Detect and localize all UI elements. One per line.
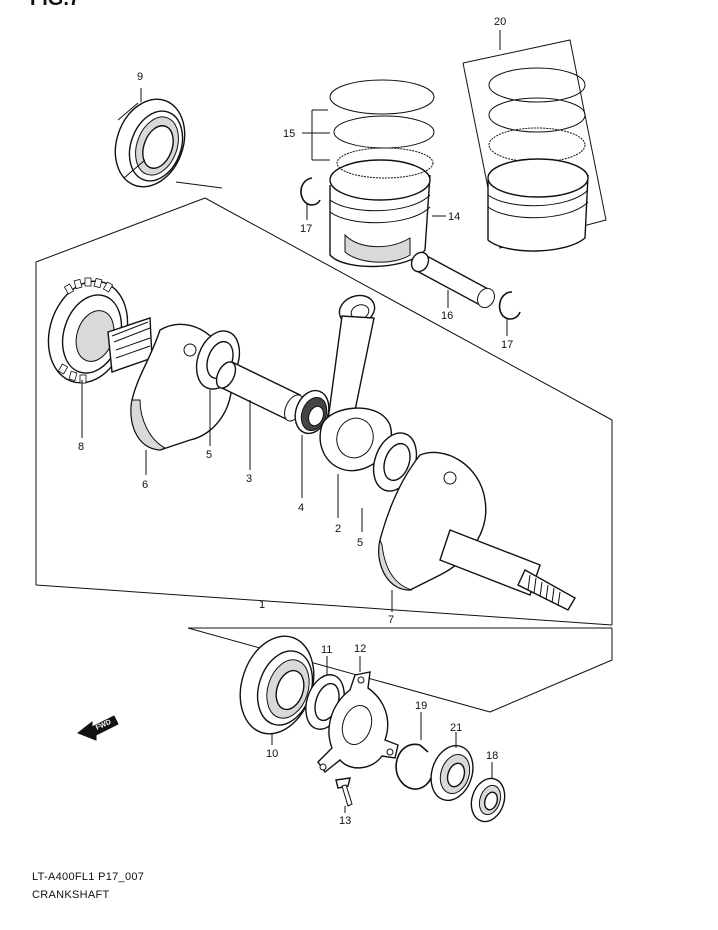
callout-17b: 17: [501, 339, 513, 351]
crank-half-7: [378, 451, 576, 612]
callout-21: 21: [450, 722, 462, 734]
bearing-10: [239, 635, 315, 745]
connecting-rod-2: [319, 294, 393, 518]
callout-6: 6: [142, 479, 148, 491]
piston-set-20: [487, 67, 589, 252]
retainer-plate-12: [317, 656, 399, 774]
footer-model-code: LT-A400FL1 P17_007: [32, 871, 144, 883]
callout-5a: 5: [206, 449, 212, 461]
callout-4: 4: [298, 502, 304, 514]
screw-13: [335, 777, 353, 813]
needle-bearing-4: [294, 389, 330, 498]
fwd-arrow-icon: FWD: [77, 715, 119, 741]
callout-8: 8: [78, 441, 84, 453]
gear-8: [47, 277, 129, 438]
oil-seal-18: [470, 762, 506, 823]
callout-14: 14: [448, 211, 460, 223]
callout-17a: 17: [300, 223, 312, 235]
piston-14: [329, 159, 446, 268]
bearing-9: [114, 88, 186, 188]
callout-labels: 1 2 3 4 5 5 6 7 8 9 10 11 12 13 14 15 16…: [78, 16, 513, 827]
callout-1: 1: [259, 599, 265, 611]
callout-3: 3: [246, 473, 252, 485]
crank-pin-3: [215, 361, 304, 470]
piston-ring-set-15: [302, 79, 435, 179]
callout-2: 2: [335, 523, 341, 535]
callout-11: 11: [321, 644, 332, 656]
callout-15: 15: [283, 128, 295, 140]
callout-13: 13: [339, 815, 351, 827]
callout-16: 16: [441, 310, 453, 322]
piston-pin-16: [410, 251, 495, 309]
callout-20: 20: [494, 16, 506, 28]
circlip-17a: [300, 177, 321, 220]
callout-19: 19: [415, 700, 427, 712]
callout-18: 18: [486, 750, 498, 762]
callout-12: 12: [354, 643, 366, 655]
circlip-19: [395, 712, 433, 790]
callout-9: 9: [137, 71, 143, 83]
footer-name: CRANKSHAFT: [32, 889, 110, 901]
figure-title: FIG.7: [30, 0, 80, 10]
assembly-frame-crankshaft: [35, 181, 613, 713]
callout-7: 7: [388, 614, 394, 626]
bearing-21: [430, 732, 474, 802]
callout-10: 10: [266, 748, 278, 760]
circlip-17b: [498, 291, 521, 336]
callout-5b: 5: [357, 537, 363, 549]
